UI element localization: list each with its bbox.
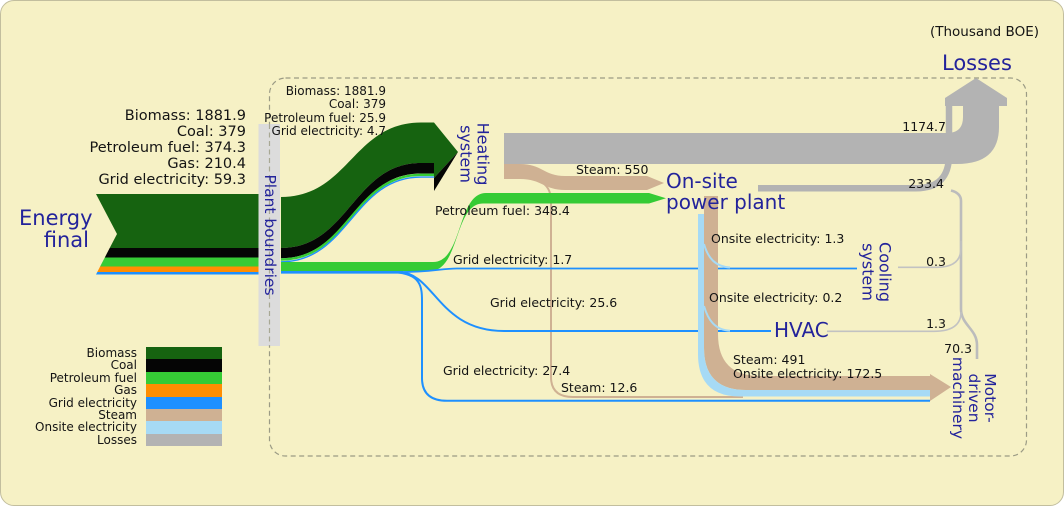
- flow-grid-to-motor: [394, 271, 930, 402]
- legend-row-losses: Losses: [31, 432, 222, 447]
- motor-arrowhead: [930, 374, 951, 401]
- loss-value-motor: 70.3: [944, 341, 972, 356]
- heating-arrowhead: [434, 122, 458, 178]
- legend-label-onsite: Onsite electricity: [35, 420, 137, 435]
- legend-swatch-coal: [146, 359, 222, 372]
- flow-label-steam-12-6: Steam: 12.6: [561, 380, 638, 395]
- flow-input-petroleum: [100, 257, 259, 267]
- flow-label-grid-1-7: Grid electricity: 1.7: [453, 252, 573, 267]
- boundary-label-coal: Coal: 379: [328, 97, 386, 112]
- flow-coal-to-heating: [281, 163, 434, 259]
- legend-swatch-biomass: [146, 347, 222, 360]
- legend-row-biomass: Biomass: [31, 347, 222, 359]
- flow-steam-to-motor: [704, 196, 931, 390]
- losses-node-label: Losses: [942, 51, 1012, 75]
- flow-motor-to-losses: [950, 189, 979, 359]
- flow-petroleum-to-onsite: [281, 193, 666, 271]
- hvac-node-label: HVAC: [774, 318, 829, 342]
- input-label-petroleum: Petroleum fuel: 374.3: [89, 140, 246, 157]
- input-label-coal: Coal: 379: [176, 124, 246, 141]
- legend-row-steam: Steam: [31, 409, 222, 421]
- flow-label-petroleum-348: Petroleum fuel: 348.4: [435, 203, 570, 218]
- legend-label-grid: Grid electricity: [48, 395, 137, 410]
- flow-onsite-elec-to-cooling: [703, 243, 731, 269]
- flow-grid-to-heating: [280, 176, 434, 263]
- losses-arrowhead: [945, 78, 1007, 106]
- legend: Biomass Coal Petroleum fuel Gas Grid ele…: [31, 347, 222, 446]
- input-label-grid: Grid electricity: 59.3: [98, 172, 246, 189]
- flow-label-onsite-0-2: Onsite electricity: 0.2: [709, 290, 843, 305]
- heating-arrowhead-coal: [434, 152, 458, 191]
- flow-input-coal: [104, 248, 259, 258]
- loss-value-heating: 1174.7: [902, 119, 946, 134]
- heating-system-node-label: Heating system: [457, 122, 493, 186]
- energy-final-node-label: Energy final: [19, 206, 93, 252]
- boundary-label-petroleum: Petroleum fuel: 25.9: [264, 110, 386, 125]
- legend-row-petroleum: Petroleum fuel: [31, 370, 222, 385]
- legend-label-losses: Losses: [97, 432, 137, 447]
- legend-row-onsite: Onsite electricity: [31, 420, 222, 435]
- legend-row-gas: Gas: [31, 383, 222, 398]
- loss-value-cooling: 0.3: [926, 254, 946, 269]
- flow-onsite-to-losses: [758, 103, 953, 192]
- flow-input-gas: [97, 266, 259, 272]
- legend-label-biomass: Biomass: [86, 346, 137, 360]
- boundary-flow-labels: Biomass: 1881.9 Coal: 379 Petroleum fuel…: [253, 84, 386, 139]
- legend-swatch-petroleum: [146, 371, 222, 385]
- flow-biomass-to-heating: [281, 122, 434, 248]
- loss-value-onsite: 233.4: [908, 176, 944, 191]
- legend-label-petroleum: Petroleum fuel: [49, 370, 137, 385]
- input-label-biomass: Biomass: 1881.9: [124, 108, 246, 124]
- legend-label-gas: Gas: [114, 383, 137, 398]
- loss-value-hvac: 1.3: [926, 316, 946, 331]
- cooling-system-node-label: Cooling system: [859, 242, 895, 302]
- legend-swatch-steam: [146, 408, 222, 422]
- flow-heating-to-losses: [504, 104, 999, 164]
- flow-label-grid-27-4: Grid electricity: 27.4: [443, 363, 571, 378]
- flow-input-biomass: [96, 194, 259, 248]
- flow-input-grid: [96, 272, 259, 275]
- flow-label-grid-25-6: Grid electricity: 25.6: [490, 295, 618, 310]
- flow-cooling-to-losses: [898, 241, 962, 269]
- legend-swatch-losses: [146, 433, 222, 447]
- motor-driven-machinery-node-label: Motor- driven machinery: [949, 356, 999, 440]
- flow-grid-to-cooling: [400, 267, 857, 273]
- flow-onsite-elec-to-hvac: [703, 305, 731, 332]
- boundary-label-grid: Grid electricity: 4.7: [271, 124, 386, 139]
- flow-label-onsite-1-3: Onsite electricity: 1.3: [711, 231, 845, 246]
- flow-hvac-to-losses: [827, 311, 962, 333]
- boundary-label-biomass: Biomass: 1881.9: [285, 84, 386, 98]
- flow-label-steam-550: Steam: 550: [576, 162, 649, 177]
- legend-row-coal: Coal: [31, 358, 222, 373]
- flow-steam-to-motor-small: [538, 180, 743, 398]
- unit-note: (Thousand BOE): [929, 24, 1039, 40]
- legend-swatch-onsite: [146, 421, 222, 434]
- input-label-gas: Gas: 210.4: [167, 156, 246, 173]
- onsite-power-plant-node-label: On-site power plant: [666, 169, 786, 214]
- input-flow-labels: Biomass: 1881.9 Coal: 379 Petroleum fuel…: [49, 108, 246, 188]
- legend-label-coal: Coal: [110, 358, 137, 373]
- flow-petroleum-to-heating: [280, 173, 434, 261]
- legend-swatch-gas: [146, 384, 222, 397]
- legend-swatch-grid: [146, 396, 222, 409]
- plant-boundaries-node-label: Plant boundries: [260, 174, 279, 296]
- legend-row-grid: Grid electricity: [31, 395, 222, 410]
- flow-label-onsite-172-5: Onsite electricity: 172.5: [733, 366, 883, 381]
- legend-label-steam: Steam: [98, 407, 137, 422]
- flow-label-steam-491: Steam: 491: [733, 352, 806, 367]
